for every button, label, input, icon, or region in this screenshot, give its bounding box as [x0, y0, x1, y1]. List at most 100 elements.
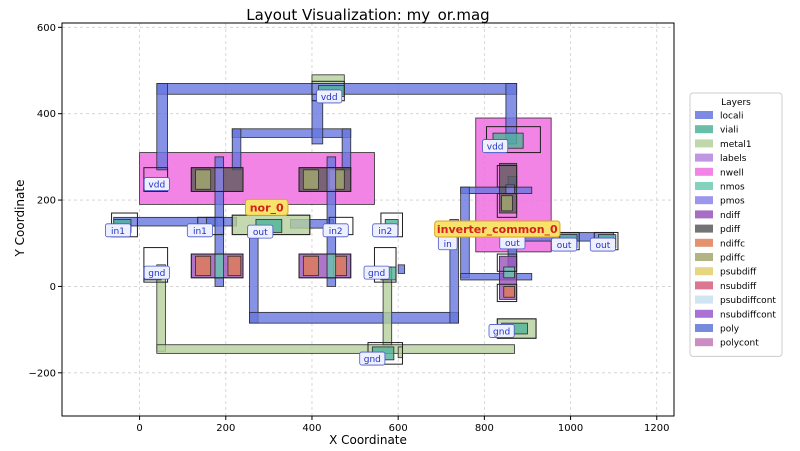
legend-label-labels: labels — [720, 154, 747, 164]
legend-title: Layers — [721, 98, 751, 108]
cell-outline — [298, 167, 352, 192]
x-tick-label: 800 — [475, 423, 494, 434]
x-tick-label: 0 — [136, 423, 142, 434]
net-label: vdd — [148, 181, 165, 191]
net-label-box — [363, 265, 390, 280]
shape-locali — [231, 128, 352, 138]
net-label: gnd — [493, 327, 510, 337]
y-tick-label: 0 — [50, 282, 56, 293]
net-label: vdd — [321, 93, 338, 103]
chart-title: Layout Visualization: my_or.mag — [246, 6, 489, 25]
legend-label-ndiff: ndiff — [720, 211, 741, 221]
legend: Layerslocalivialimetal1labelsnwellnmospm… — [689, 92, 783, 357]
y-axis-label: Y Coordinate — [13, 180, 27, 258]
shape-metal1 — [397, 346, 403, 359]
legend-label-pmos: pmos — [720, 197, 745, 207]
legend-label-nsubdiffcont: nsubdiffcont — [720, 310, 776, 320]
legend-swatch-nsubdiff — [695, 281, 713, 290]
shape-ndiffc — [227, 255, 242, 277]
legend-label-nmos: nmos — [720, 183, 745, 193]
shape-locali — [231, 128, 242, 171]
x-tick-label: 600 — [389, 423, 408, 434]
legend-swatch-locali — [695, 111, 713, 119]
cell-outline — [496, 253, 518, 272]
net-label-box — [359, 351, 386, 366]
legend-swatch-pmos — [695, 196, 713, 205]
cell-outline — [373, 247, 397, 283]
shape-pmos — [505, 184, 515, 194]
net-label: out — [557, 241, 572, 251]
shape-pdiffc — [195, 169, 212, 190]
legend-label-locali: locali — [720, 112, 743, 122]
cell-outline — [143, 247, 169, 283]
shape-ndiffc — [503, 286, 515, 298]
instance-label-box — [434, 220, 561, 238]
net-label-box — [322, 223, 349, 238]
net-label-box — [372, 223, 399, 238]
y-tick-label: −200 — [29, 368, 56, 379]
legend-swatch-poly — [695, 324, 713, 332]
shape-locali — [460, 186, 533, 194]
legend-swatch-psubdiff — [695, 267, 713, 276]
legend-label-psubdiff: psubdiff — [720, 268, 757, 278]
net-label: in2 — [329, 227, 343, 237]
net-label: out — [253, 228, 268, 238]
net-label-box — [247, 224, 274, 239]
cell-outline — [496, 283, 518, 303]
legend-label-metal1: metal1 — [720, 140, 752, 150]
x-tick-label: 1000 — [558, 423, 583, 434]
shape-metal1 — [311, 74, 345, 84]
shape-nmos — [214, 253, 225, 279]
net-label-box — [589, 237, 616, 252]
x-tick-label: 200 — [216, 423, 235, 434]
legend-label-pdiffc: pdiffc — [720, 254, 745, 264]
net-label-box — [143, 177, 170, 191]
net-label-box — [143, 265, 170, 280]
cell-outline — [298, 253, 352, 279]
net-label-box — [551, 237, 578, 252]
shape-ndiffc — [195, 255, 212, 277]
legend-swatch-metal1 — [695, 139, 713, 148]
net-label-box — [105, 223, 132, 238]
cell-outline — [190, 253, 244, 279]
net-label: out — [596, 241, 611, 251]
legend-label-nsubdiff: nsubdiff — [720, 282, 757, 292]
net-label: in — [444, 240, 452, 250]
legend-swatch-nmos — [695, 182, 713, 190]
legend-label-ndiffc: ndiffc — [720, 239, 745, 249]
legend-label-polycont: polycont — [720, 339, 759, 349]
legend-swatch-pdiff — [695, 224, 713, 233]
y-tick-label: 600 — [37, 23, 56, 34]
shape-pmos — [326, 167, 337, 192]
net-label-box — [482, 139, 509, 153]
y-tick-label: 400 — [37, 109, 56, 120]
shape-locali — [249, 311, 459, 324]
shape-locali — [326, 156, 337, 287]
shape-locali — [449, 219, 459, 324]
legend-swatch-nsubdiffcont — [695, 309, 713, 318]
shape-locali — [460, 273, 533, 281]
net-label: vdd — [487, 143, 504, 153]
legend-swatch-polycont — [695, 338, 713, 347]
shape-nmos — [503, 266, 515, 279]
shape-nmos — [326, 253, 337, 279]
net-label-box — [186, 223, 213, 238]
shape-metal1 — [156, 344, 515, 354]
net-label: out — [505, 239, 520, 249]
shape-pmos — [214, 167, 225, 192]
instance-label: nor_0 — [250, 201, 284, 214]
shape-locali — [397, 264, 406, 274]
shape-locali — [156, 83, 168, 171]
cell-outline — [190, 167, 244, 192]
legend-swatch-nwell — [695, 167, 713, 176]
net-label-box — [316, 89, 343, 104]
plot-frame — [61, 22, 675, 417]
legend-swatch-viali — [695, 125, 713, 134]
instance-label-box — [244, 198, 289, 216]
net-label: in1 — [193, 227, 207, 237]
x-tick-label: 400 — [302, 423, 321, 434]
shape-ndiffc — [302, 255, 319, 277]
legend-label-poly: poly — [720, 325, 740, 335]
x-tick-label: 1200 — [644, 423, 669, 434]
